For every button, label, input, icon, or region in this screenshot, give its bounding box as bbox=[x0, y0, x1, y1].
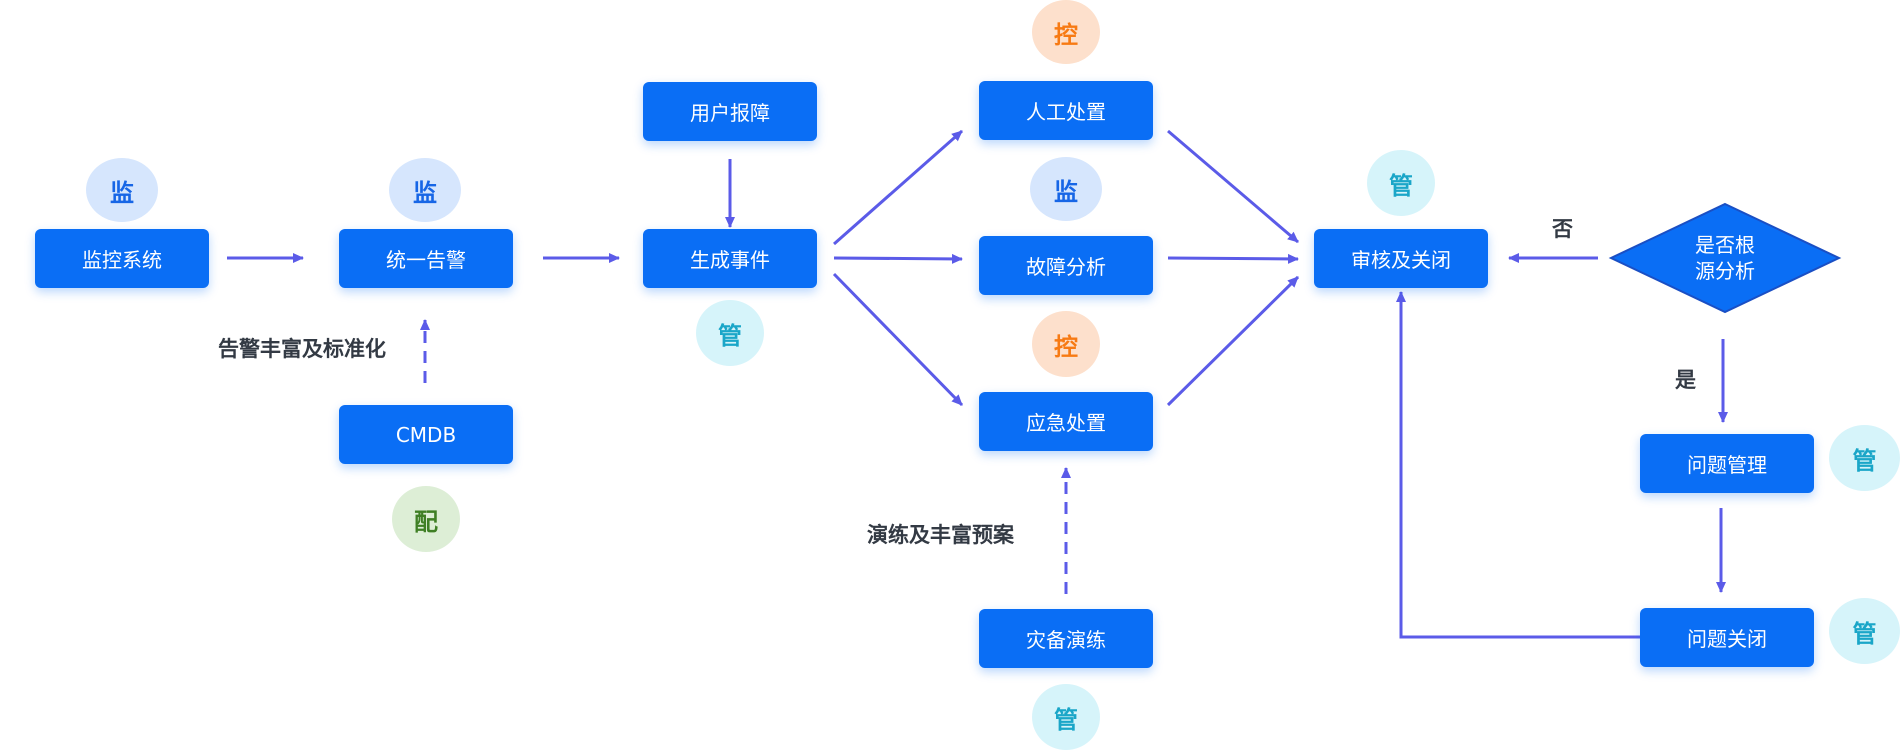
label-drill-plan: 演练及丰富预案 bbox=[867, 523, 1014, 547]
badge-cmdb: 配 bbox=[392, 486, 460, 552]
node-fault-analysis: 故障分析 bbox=[979, 236, 1153, 295]
badge-monitor-system: 监 bbox=[86, 158, 158, 222]
node-generate-event: 生成事件 bbox=[643, 229, 817, 288]
decision-root-cause-analysis: 是否根 源分析 bbox=[1612, 227, 1838, 289]
node-manual-handling: 人工处置 bbox=[979, 81, 1153, 140]
node-problem-management: 问题管理 bbox=[1640, 434, 1814, 493]
node-cmdb: CMDB bbox=[339, 405, 513, 464]
arrow-event-to-emergency bbox=[832, 272, 964, 407]
node-dr-drill: 灾备演练 bbox=[979, 609, 1153, 668]
badge-problem-close: 管 bbox=[1829, 598, 1900, 664]
node-monitor-system: 监控系统 bbox=[35, 229, 209, 288]
arrow-analysis-to-review bbox=[1167, 253, 1299, 264]
badge-problem-management: 管 bbox=[1829, 425, 1900, 491]
arrow-emergency-to-review bbox=[1166, 275, 1300, 407]
badge-dr-drill: 管 bbox=[1032, 684, 1100, 750]
badge-unified-alert: 监 bbox=[389, 158, 461, 222]
node-emergency-handling: 应急处置 bbox=[979, 392, 1153, 451]
node-problem-close: 问题关闭 bbox=[1640, 608, 1814, 667]
decision-line-1: 是否根 bbox=[1695, 233, 1755, 257]
label-yes: 是 bbox=[1675, 368, 1696, 392]
node-review-close: 审核及关闭 bbox=[1314, 229, 1488, 288]
badge-review-close: 管 bbox=[1367, 150, 1435, 216]
node-user-report: 用户报障 bbox=[643, 82, 817, 141]
arrow-manual-to-review bbox=[1167, 129, 1299, 244]
badge-emergency-handling: 控 bbox=[1032, 311, 1100, 377]
badge-fault-analysis: 监 bbox=[1030, 157, 1102, 221]
decision-diamond-shape bbox=[1608, 202, 1842, 314]
label-alert-enrich: 告警丰富及标准化 bbox=[218, 337, 386, 361]
badge-manual-handling: 控 bbox=[1032, 0, 1100, 64]
decision-line-2: 源分析 bbox=[1695, 259, 1755, 283]
node-unified-alert: 统一告警 bbox=[339, 229, 513, 288]
label-no: 否 bbox=[1552, 217, 1573, 241]
arrow-event-to-analysis bbox=[833, 253, 963, 264]
badge-generate-event: 管 bbox=[696, 300, 764, 366]
arrow-close-to-review bbox=[1396, 291, 1641, 639]
arrow-event-to-manual bbox=[833, 129, 963, 246]
